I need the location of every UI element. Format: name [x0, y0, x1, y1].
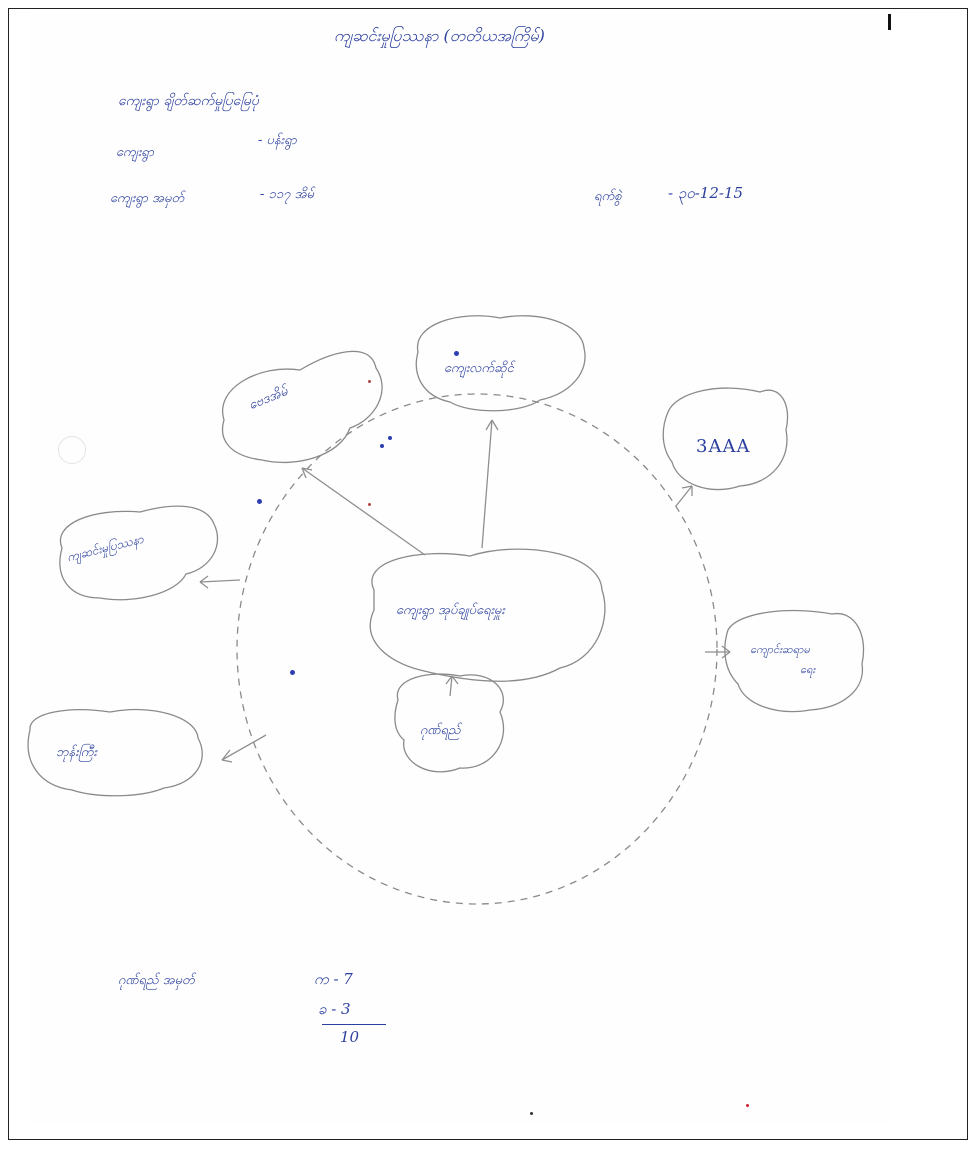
ink-dot — [380, 444, 384, 448]
score-label: ဂုဏ်ရည် အမှတ် — [118, 973, 195, 988]
village-value: - ပန်းရွာ — [258, 133, 297, 148]
score-sum-line — [322, 1024, 386, 1025]
ink-dot — [368, 380, 371, 383]
node-top-center-label: ကျေးလက်ဆိုင် — [444, 361, 514, 376]
village-label: ကျေးရွာ — [116, 145, 154, 160]
ink-dot — [388, 436, 392, 440]
center-cloud — [369, 548, 606, 682]
center-node-label: ကျေးရွာ အုပ်ချုပ်ရေးမှူး — [396, 603, 505, 618]
ink-dot — [368, 503, 371, 506]
score-row-1: က - 7 — [314, 970, 353, 988]
node-right-bottom-label-2: ရေး — [800, 663, 816, 676]
date-value: - ၃၀-12-15 — [668, 184, 744, 202]
top-left-cloud — [221, 350, 383, 464]
node-bottom-center-label: ဂုဏ်ရည် — [420, 723, 461, 738]
ink-dot — [454, 351, 459, 356]
date-label: ရက်စွဲ — [594, 189, 622, 204]
paper-speck — [530, 1112, 533, 1115]
bottom-center-cloud — [394, 673, 505, 773]
paper-blemish — [58, 436, 86, 464]
bottom-left-cloud — [27, 708, 203, 797]
score-total: 10 — [340, 1028, 360, 1046]
village-number-label: ကျေးရွာ အမှတ် — [110, 191, 185, 206]
ink-dot — [257, 499, 262, 504]
score-row-2: ခ - 3 — [318, 1000, 351, 1018]
node-right-top-label: 3AAA — [696, 436, 751, 457]
ink-dot — [290, 670, 295, 675]
left-cloud — [59, 505, 219, 601]
node-right-bottom-label: ကျောင်းဆရာမ — [750, 643, 810, 656]
right-top-cloud — [662, 387, 789, 491]
info-line-1: ကျေးရွာ ချိတ်ဆက်မှုပြမြေပုံ — [118, 93, 259, 109]
page-title: ကျဆင်းမှုပြဿနာ (တတိယအကြိမ်) — [334, 26, 545, 45]
paper-speck — [746, 1104, 749, 1107]
village-boundary-circle — [236, 393, 718, 905]
node-bottom-left-label: ဘုန်းကြီး — [56, 745, 97, 760]
top-center-cloud — [415, 315, 586, 412]
paper-sheet — [30, 14, 890, 1124]
arrows — [199, 419, 731, 763]
right-bottom-cloud — [724, 609, 865, 713]
paper-edge-mark — [888, 14, 891, 30]
village-number-value: - ၁၁၇ အိမ် — [260, 187, 314, 202]
